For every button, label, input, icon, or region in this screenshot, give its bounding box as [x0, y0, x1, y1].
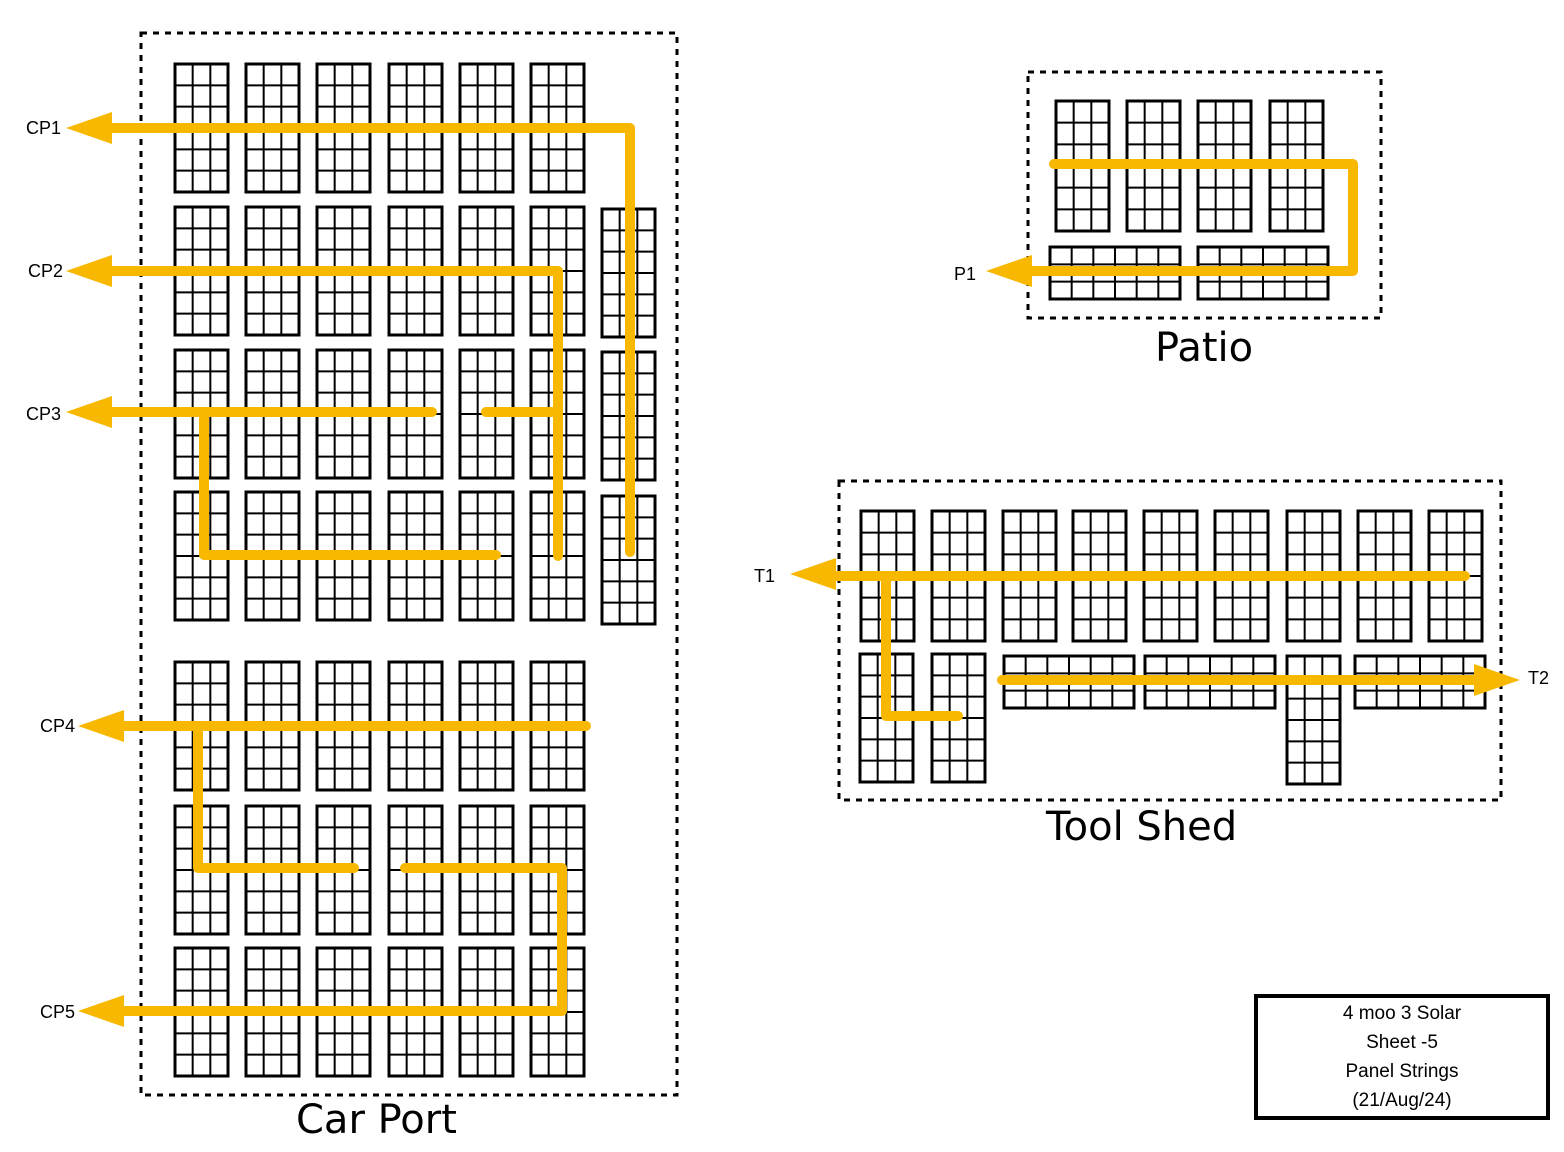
string-label-cp1: CP1: [26, 118, 61, 138]
diagram-labels: CP1 CP2 CP3 CP4 CP5 P1 T1 T2 Car Port Pa…: [26, 118, 1549, 1143]
zone-label-car-port: Car Port: [296, 1097, 457, 1143]
t1-arrow-icon: [790, 558, 836, 590]
zone-boundaries: [139, 31, 1503, 1097]
cp4-arrow-icon: [78, 710, 124, 742]
title-block-date: (21/Aug/24): [1352, 1090, 1452, 1111]
car-port-boundary: [139, 31, 679, 1097]
title-block-project: 4 moo 3 Solar: [1342, 1003, 1462, 1024]
solar-panel: [387, 804, 444, 936]
string-label-cp3: CP3: [26, 404, 61, 424]
string-label-cp5: CP5: [40, 1002, 75, 1022]
solar-panel: [529, 490, 586, 622]
cp2-arrow-icon: [66, 255, 112, 287]
cp1-arrow-icon: [66, 112, 112, 144]
string-label-t1: T1: [754, 566, 775, 586]
title-block-sheet: Sheet -5: [1366, 1032, 1438, 1053]
string-t1-wire-drop: [881, 571, 963, 721]
string-cp5-wire: [105, 863, 567, 1016]
panel-strings: [95, 123, 1495, 1016]
cp3-arrow-icon: [66, 396, 112, 428]
string-label-t2: T2: [1528, 668, 1549, 688]
string-label-p1: P1: [954, 264, 976, 284]
p1-arrow-icon: [986, 255, 1032, 287]
string-arrowheads: [66, 112, 1520, 1027]
string-cp4-wire-drop: [193, 721, 359, 873]
zone-label-patio: Patio: [1155, 325, 1253, 371]
title-block: 4 moo 3 Solar Sheet -5 Panel Strings (21…: [1254, 994, 1550, 1120]
string-label-cp2: CP2: [28, 261, 63, 281]
tool-shed-boundary: [837, 479, 1503, 802]
string-p1-wire: [1013, 159, 1358, 276]
string-label-cp4: CP4: [40, 716, 75, 736]
zone-label-tool-shed: Tool Shed: [1045, 804, 1237, 850]
cp5-arrow-icon: [78, 995, 124, 1027]
string-cp2-wire: [95, 266, 563, 561]
t2-arrow-icon: [1474, 664, 1520, 696]
title-block-subject: Panel Strings: [1345, 1061, 1459, 1082]
string-cp1-wire: [95, 123, 635, 557]
